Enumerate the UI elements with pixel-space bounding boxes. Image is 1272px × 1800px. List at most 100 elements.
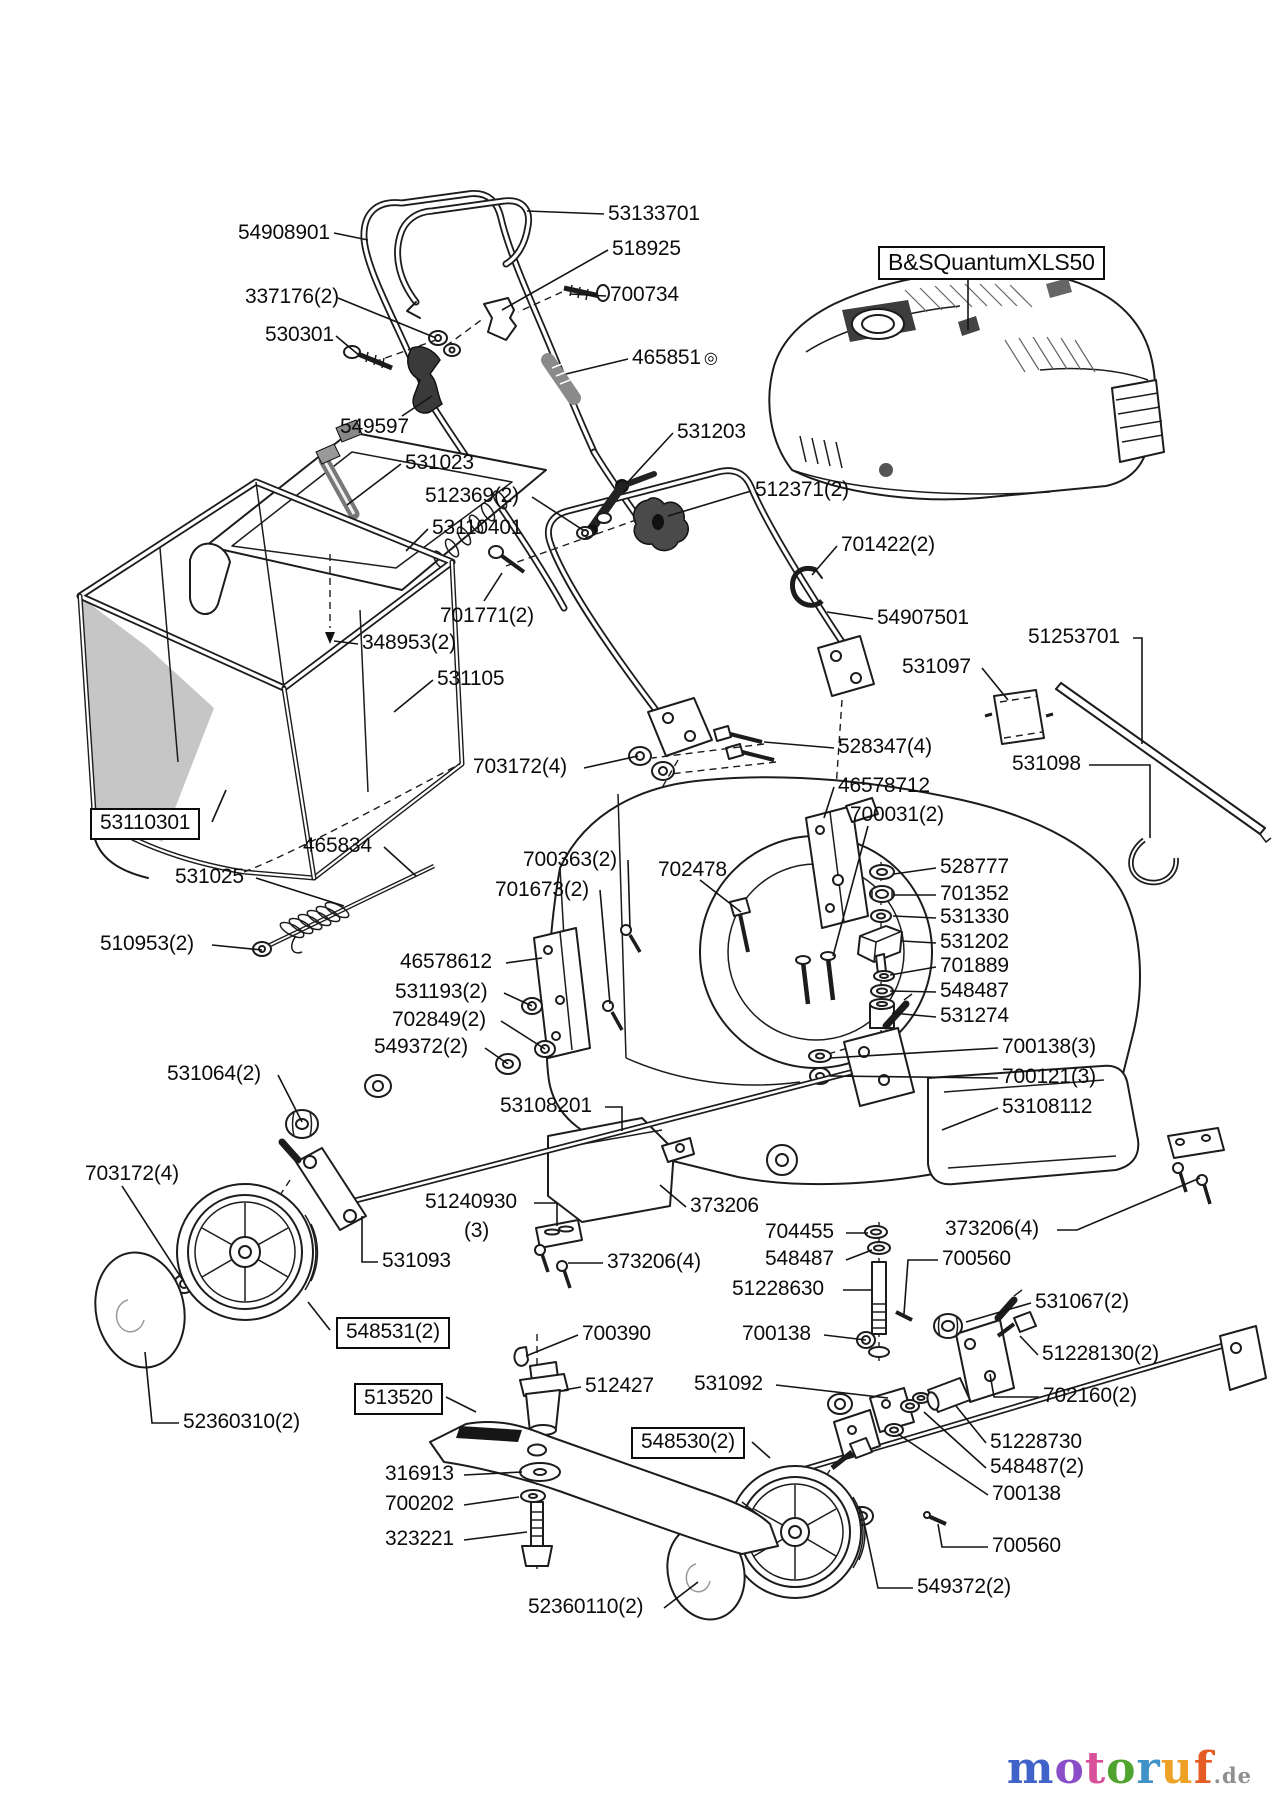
part-label: 700138 <box>992 1482 1061 1505</box>
rear-cover-53108112 <box>927 1064 1140 1186</box>
engine-tab <box>958 316 980 336</box>
part-label: 530301 <box>265 323 334 346</box>
bolt-323221 <box>530 1501 544 1549</box>
leader-line <box>565 358 629 375</box>
handle-end-plate <box>817 635 875 697</box>
leader-line <box>892 915 937 919</box>
spiral-clip-icon: ◎ <box>703 350 718 367</box>
part-label: 531092 <box>694 1372 763 1395</box>
leader-line <box>505 957 543 964</box>
leader-line <box>845 1249 873 1261</box>
watermark-suffix: .de <box>1213 1763 1252 1788</box>
leader-line <box>1089 764 1151 838</box>
cable-clamp-549597 <box>407 346 443 414</box>
leader-line <box>823 786 835 819</box>
part-label: 528777 <box>940 855 1009 878</box>
leader-line <box>463 1531 528 1541</box>
leader-line <box>484 1047 509 1065</box>
leader-line <box>346 463 402 506</box>
clamp-518925 <box>483 297 517 341</box>
watermark-letter: r <box>1136 1743 1161 1794</box>
watermark-letter: t <box>1084 1743 1107 1794</box>
part-label: 704455 <box>765 1220 834 1243</box>
leader-line <box>763 741 835 749</box>
leader-line <box>965 1302 1032 1323</box>
grass-bag-lid <box>205 419 547 591</box>
leader-line <box>832 825 869 957</box>
leader-line <box>503 992 533 1007</box>
leader-line <box>775 1384 889 1399</box>
part-label: 531067(2) <box>1035 1290 1129 1313</box>
part-label: 348953(2) <box>362 631 456 654</box>
handle-end-plate <box>647 697 713 757</box>
leader-line <box>659 1184 687 1208</box>
part-label: 465851◎ <box>632 346 718 369</box>
part-label: 531105 <box>437 667 505 690</box>
leader-line <box>941 1107 999 1131</box>
pin-348953 <box>325 632 335 644</box>
part-label: 531098 <box>1012 752 1081 775</box>
part-label: 549372(2) <box>917 1575 1011 1598</box>
leader-line <box>625 432 674 485</box>
leader-line <box>401 395 433 417</box>
bolt-530301 <box>343 345 361 359</box>
part-label: 46578712 <box>838 774 930 797</box>
grass-bag <box>76 478 465 881</box>
part-label: 531203 <box>677 420 746 443</box>
part-label: 531274 <box>940 1004 1009 1027</box>
part-label: 512427 <box>585 1374 654 1397</box>
part-label: (3) <box>464 1219 490 1242</box>
muffler <box>1111 379 1165 463</box>
watermark-letter: o <box>1106 1743 1137 1794</box>
part-label: 700121(3) <box>1002 1065 1096 1088</box>
leader-line <box>333 640 359 645</box>
leader-line <box>1057 1177 1201 1231</box>
leader-line <box>463 1496 520 1506</box>
leader-line <box>829 1047 999 1059</box>
part-label: 53108201 <box>500 1094 592 1117</box>
part-label: 51240930 <box>425 1190 517 1213</box>
leader-line <box>277 1074 303 1123</box>
leader-line <box>445 1396 477 1413</box>
part-label: 373206 <box>690 1194 759 1217</box>
fastener-column <box>808 862 903 1366</box>
part-label-boxed: B&SQuantumXLS50 <box>878 246 1105 281</box>
part-label: 51228130(2) <box>1042 1342 1159 1365</box>
leader-line <box>534 1202 558 1226</box>
part-label: 323221 <box>385 1527 454 1550</box>
part-label: 46578612 <box>400 950 492 973</box>
part-label: 52360110(2) <box>528 1595 644 1618</box>
part-label: 701352 <box>940 882 1009 905</box>
leader-line <box>255 877 345 907</box>
leader-line <box>307 1301 331 1331</box>
part-label: 53108112 <box>1002 1095 1093 1118</box>
blade-513520 <box>429 1420 779 1555</box>
pin-700560 <box>895 1310 913 1322</box>
part-label: 531025 <box>175 865 244 888</box>
leader-line <box>923 1411 987 1469</box>
leader-line <box>897 1433 989 1496</box>
bolt-700031 <box>825 957 836 1001</box>
part-label: 701422(2) <box>841 533 935 556</box>
part-label: 702160(2) <box>1043 1384 1137 1407</box>
right-side-parts <box>984 682 1272 886</box>
leader-line <box>483 572 503 602</box>
pin-700560 <box>927 1514 947 1526</box>
leader-lines <box>121 210 1201 1609</box>
part-label: 373206(4) <box>607 1250 701 1273</box>
bolt-700031 <box>800 961 811 1005</box>
part-label: 316913 <box>385 1462 454 1485</box>
part-label: 53110401 <box>432 516 523 539</box>
part-label: 702849(2) <box>392 1008 486 1031</box>
leader-line <box>989 1373 1039 1398</box>
leader-line <box>211 789 227 823</box>
leader-line <box>901 940 937 944</box>
part-label: 703172(4) <box>85 1162 179 1185</box>
part-label: 465834 <box>303 834 372 857</box>
leader-line <box>889 966 937 976</box>
leader-line <box>811 545 838 576</box>
leader-line <box>335 335 361 357</box>
part-label: 549597 <box>340 415 409 438</box>
part-label: 531202 <box>940 930 1009 953</box>
